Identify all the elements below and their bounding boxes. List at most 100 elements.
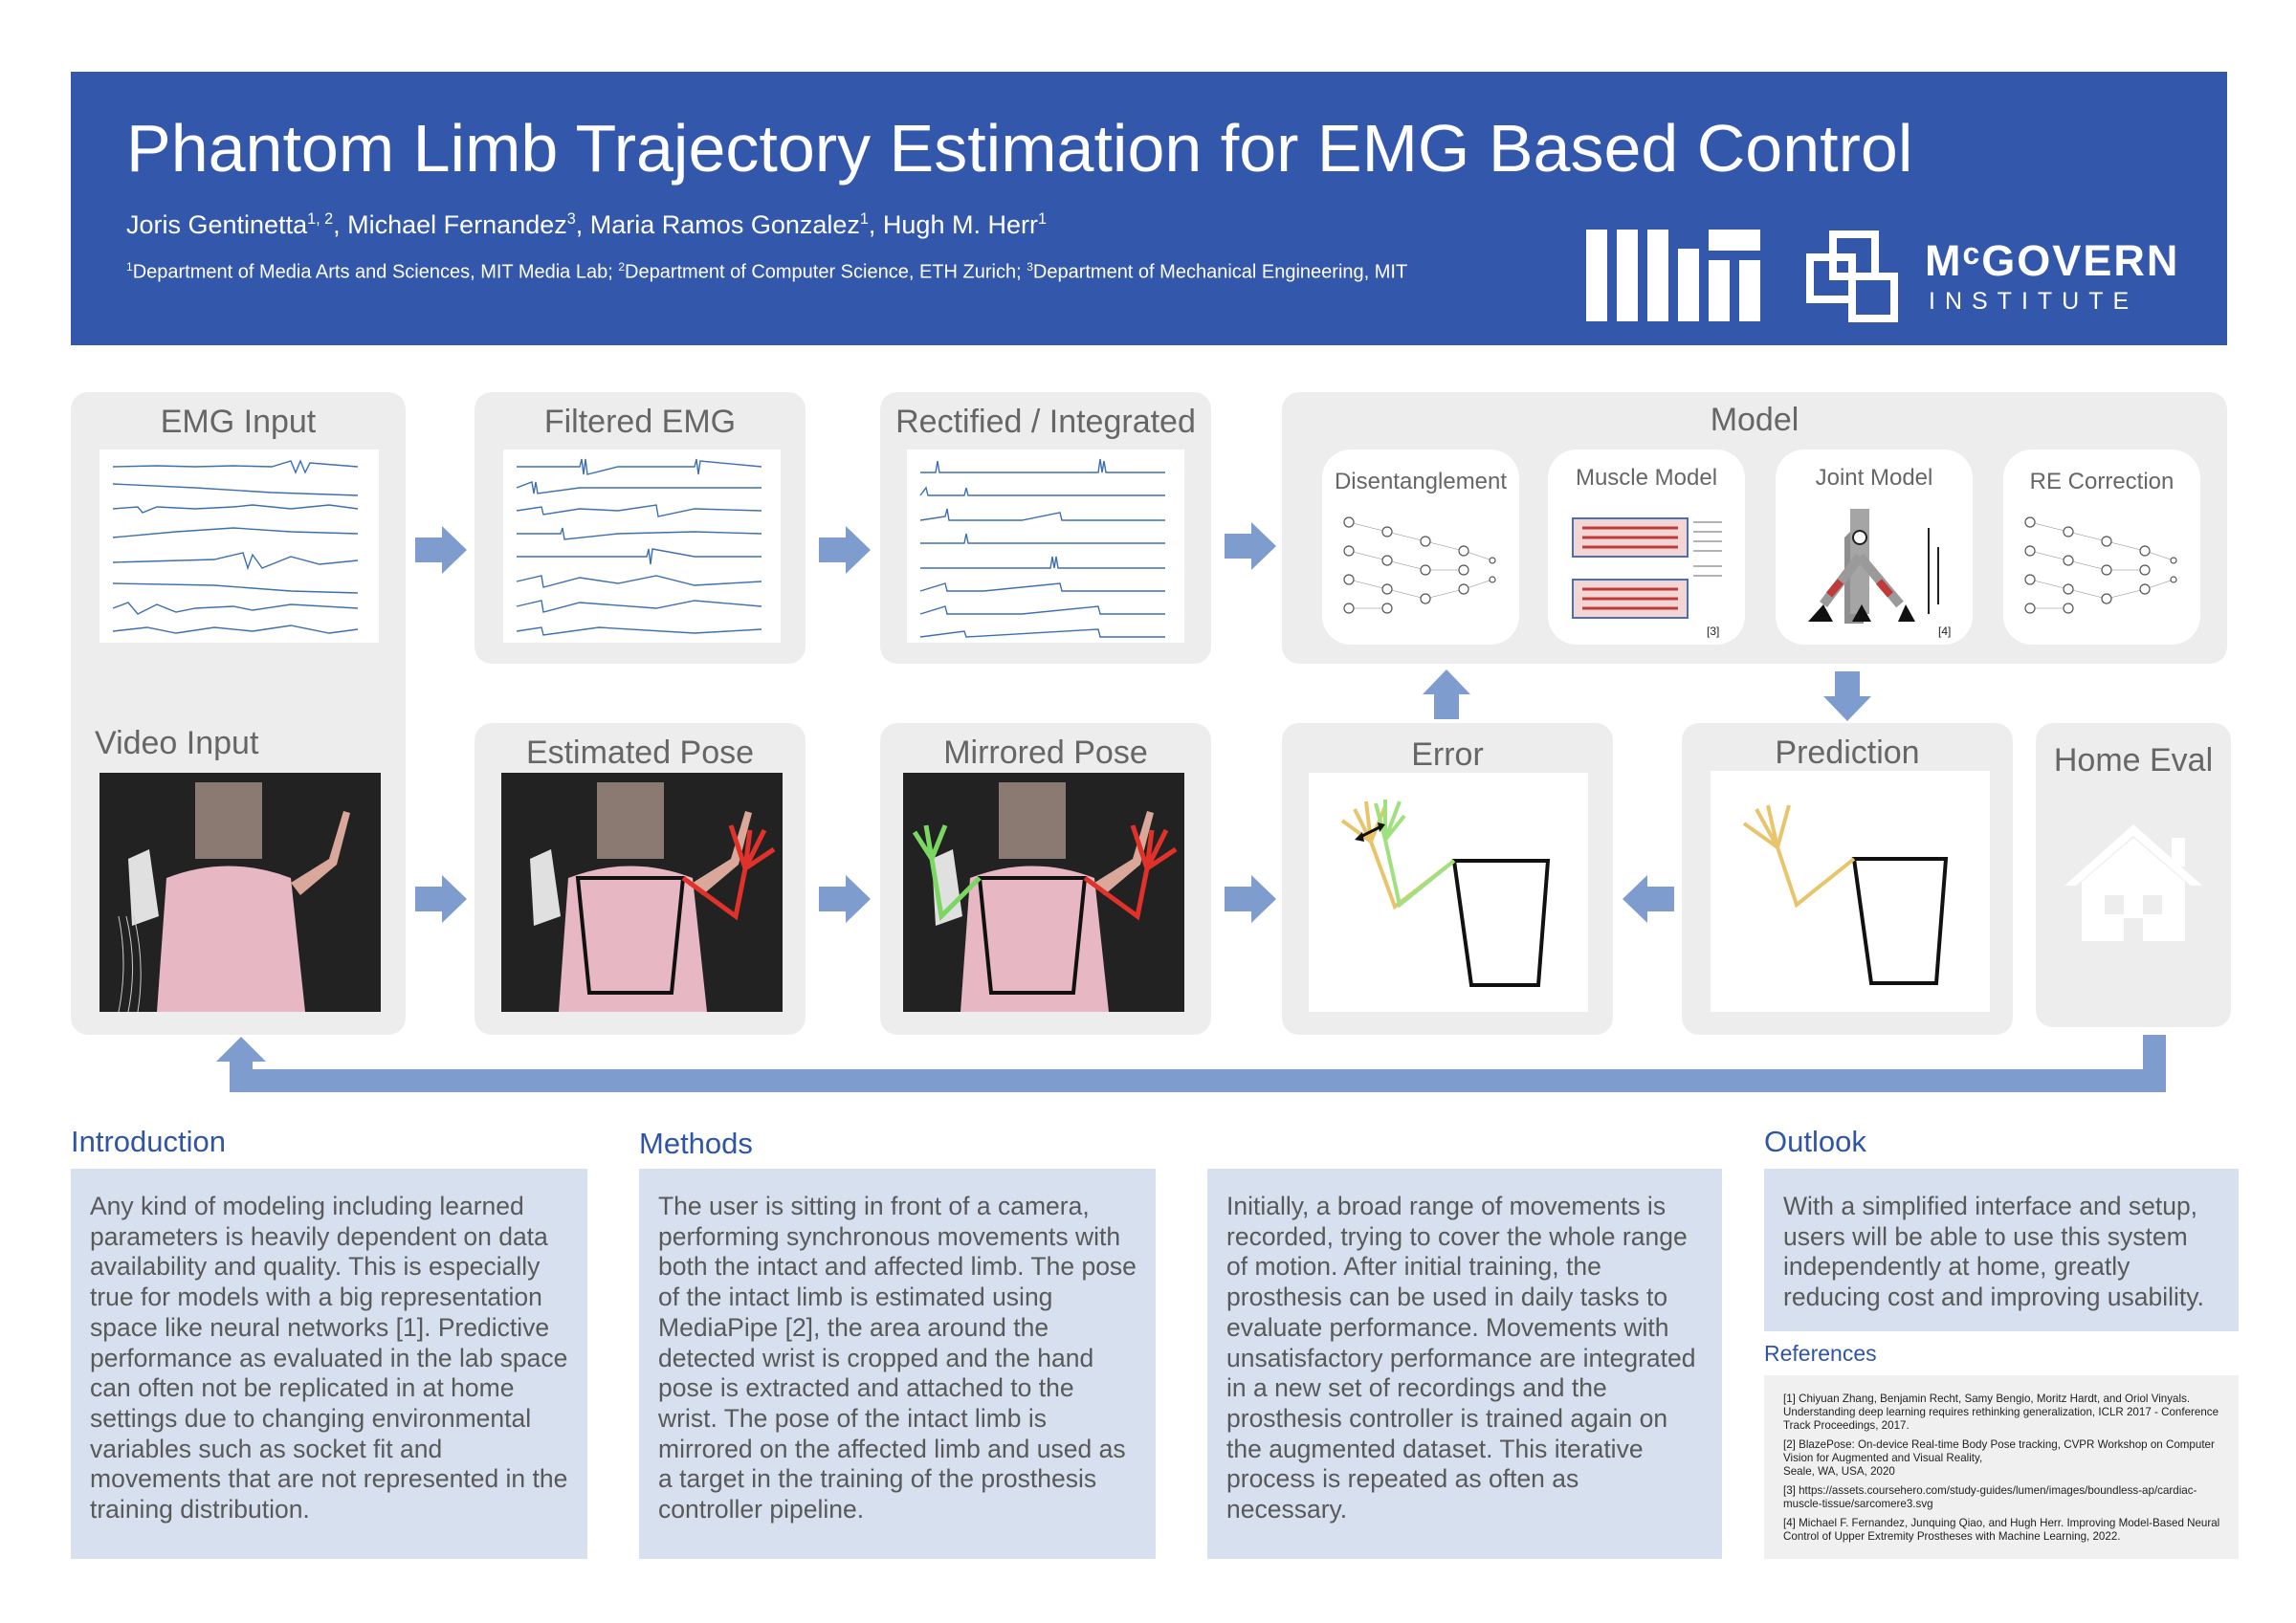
- flow-arrow-up-icon: [1423, 669, 1470, 719]
- author-separator: ,: [333, 210, 348, 239]
- panel-title: Video Input: [95, 725, 259, 761]
- panel-home-eval: Home Eval: [2036, 723, 2231, 1027]
- poster-header: Phantom Limb Trajectory Estimation for E…: [71, 72, 2227, 345]
- affil-marker: 2: [618, 260, 626, 274]
- panel-title: Filtered EMG: [543, 404, 737, 440]
- flow-arrow-right-icon: [819, 875, 871, 923]
- section-title-references: References: [1764, 1341, 1877, 1366]
- flow-arrow-right-icon: [415, 875, 467, 923]
- affiliation: Department of Media Arts and Sciences, M…: [132, 261, 619, 283]
- neural-network-icon: [2024, 516, 2177, 614]
- raised-arm: [291, 811, 350, 895]
- flow-arrow-right-icon: [1225, 522, 1276, 570]
- mcgovern-logo-name: McGOVERN: [1925, 236, 2180, 285]
- person-shirt: [157, 866, 305, 1012]
- author-separator: ,: [868, 210, 883, 239]
- reference-item: [2] BlazePose: On-device Real-time Body …: [1783, 1438, 2215, 1464]
- panel-prediction: Prediction: [1682, 723, 2013, 1035]
- card-muscle-model: Muscle Model [3]: [1548, 450, 1745, 645]
- outlook-text: With a simplified interface and setup, u…: [1783, 1192, 2204, 1312]
- methods-continued-box: Initially, a broad range of movements is…: [1207, 1169, 1722, 1559]
- author-separator: ,: [575, 210, 590, 239]
- mirrored-pose-photo: [903, 773, 1184, 1012]
- blurred-face: [195, 782, 262, 859]
- section-title-introduction: Introduction: [71, 1125, 226, 1158]
- arm-skeleton-red: [681, 824, 776, 921]
- prediction-skeleton: [1340, 801, 1456, 910]
- card-disentanglement: Disentanglement: [1322, 450, 1519, 645]
- feedback-loop-arrow: [216, 1035, 2166, 1092]
- card-title: Disentanglement: [1334, 469, 1508, 494]
- panel-error: Error: [1282, 723, 1613, 1035]
- author-affil-marker: 1: [1037, 210, 1047, 228]
- author-name: Hugh M. Herr: [882, 210, 1038, 239]
- estimated-pose-photo: [501, 773, 783, 1012]
- torso-outline: [1851, 857, 1949, 985]
- prediction-skeleton: [1742, 804, 1856, 909]
- figure-ref: [4]: [1938, 625, 1952, 638]
- panel-title: Error: [1411, 736, 1484, 773]
- panel-title: EMG Input: [160, 404, 317, 440]
- panel-estimated-pose: Estimated Pose: [475, 723, 806, 1035]
- emg-raw-plot: [99, 450, 379, 643]
- author-affil-marker: 1, 2: [307, 210, 334, 228]
- author-affil-marker: 1: [859, 210, 869, 228]
- flow-arrow-left-icon: [1623, 875, 1674, 923]
- panel-emg-input: EMG Input Video Input: [71, 392, 406, 1035]
- emg-filtered-plot: [503, 450, 781, 643]
- arm-skeleton-red: [1083, 824, 1178, 921]
- card-joint-model: Joint Model [4]: [1776, 450, 1973, 645]
- reference-item: [1] Chiyuan Zhang, Benjamin Recht, Samy …: [1783, 1393, 2219, 1432]
- panel-title: Model: [1710, 402, 1799, 438]
- methods-continued-text: Initially, a broad range of movements is…: [1226, 1192, 1696, 1524]
- introduction-box: Any kind of modeling including learned p…: [71, 1169, 587, 1559]
- torso-skeleton: [575, 876, 686, 995]
- methods-text: The user is sitting in front of a camera…: [658, 1192, 1137, 1524]
- panel-title: Mirrored Pose: [943, 735, 1148, 771]
- arm-skeleton-green: [912, 824, 982, 922]
- prosthesis-socket: [128, 849, 159, 926]
- panel-title: Estimated Pose: [525, 735, 755, 771]
- affil-marker: 1: [126, 260, 133, 274]
- video-input-photo: [99, 773, 381, 1012]
- affiliation: Department of Computer Science, ETH Zuri…: [625, 261, 1027, 283]
- card-title: Joint Model: [1815, 465, 1933, 491]
- target-skeleton: [1374, 800, 1456, 909]
- panel-rectified-integrated: Rectified / Integrated: [880, 392, 1211, 664]
- emg-rectified-plot: [907, 450, 1184, 643]
- mit-logo: [1586, 230, 1760, 321]
- flow-arrow-down-icon: [1823, 671, 1871, 721]
- card-re-correction: RE Correction: [2003, 450, 2200, 645]
- affiliation: Department of Mechanical Engineering, MI…: [1032, 261, 1408, 283]
- author-name: Michael Fernandez: [347, 210, 567, 239]
- outlook-box: With a simplified interface and setup, u…: [1764, 1169, 2239, 1331]
- reference-item: [4] Michael F. Fernandez, Junquing Qiao,…: [1783, 1517, 2220, 1543]
- flow-arrow-right-icon: [415, 526, 467, 574]
- affil-marker: 3: [1027, 260, 1033, 274]
- panel-title: Home Eval: [2053, 742, 2214, 779]
- prediction-plot: [1711, 771, 1990, 1012]
- joint-model-diagram: [1808, 509, 1939, 624]
- card-title: Muscle Model: [1575, 465, 1718, 491]
- panel-model: Model Disentanglement Muscle Model: [1282, 392, 2227, 664]
- flow-arrow-right-icon: [819, 526, 871, 574]
- sarcomere-diagram: [1572, 517, 1722, 619]
- mcgovern-logo-mark: [1806, 230, 1898, 322]
- references-box: [1] Chiyuan Zhang, Benjamin Recht, Samy …: [1764, 1375, 2239, 1559]
- card-title: RE Correction: [2029, 469, 2175, 494]
- house-icon: [2064, 824, 2202, 941]
- affiliation-list: 1Department of Media Arts and Sciences, …: [126, 260, 1407, 284]
- reference-item: Seale, WA, USA, 2020: [1783, 1465, 1895, 1478]
- author-name: Maria Ramos Gonzalez: [589, 210, 860, 239]
- author-list: Joris Gentinetta1, 2, Michael Fernandez3…: [126, 210, 1047, 240]
- introduction-text: Any kind of modeling including learned p…: [90, 1192, 568, 1524]
- panel-filtered-emg: Filtered EMG: [475, 392, 806, 664]
- panel-mirrored-pose: Mirrored Pose: [880, 723, 1211, 1035]
- mcgovern-logo-subtitle: INSTITUTE: [1929, 288, 2139, 315]
- section-title-methods: Methods: [639, 1127, 753, 1160]
- panel-title: Rectified / Integrated: [895, 404, 1196, 440]
- flow-arrow-right-icon: [1225, 875, 1276, 923]
- reference-item: [3] https://assets.coursehero.com/study-…: [1783, 1484, 2197, 1510]
- panel-title: Prediction: [1775, 735, 1920, 771]
- figure-ref: [3]: [1707, 625, 1720, 638]
